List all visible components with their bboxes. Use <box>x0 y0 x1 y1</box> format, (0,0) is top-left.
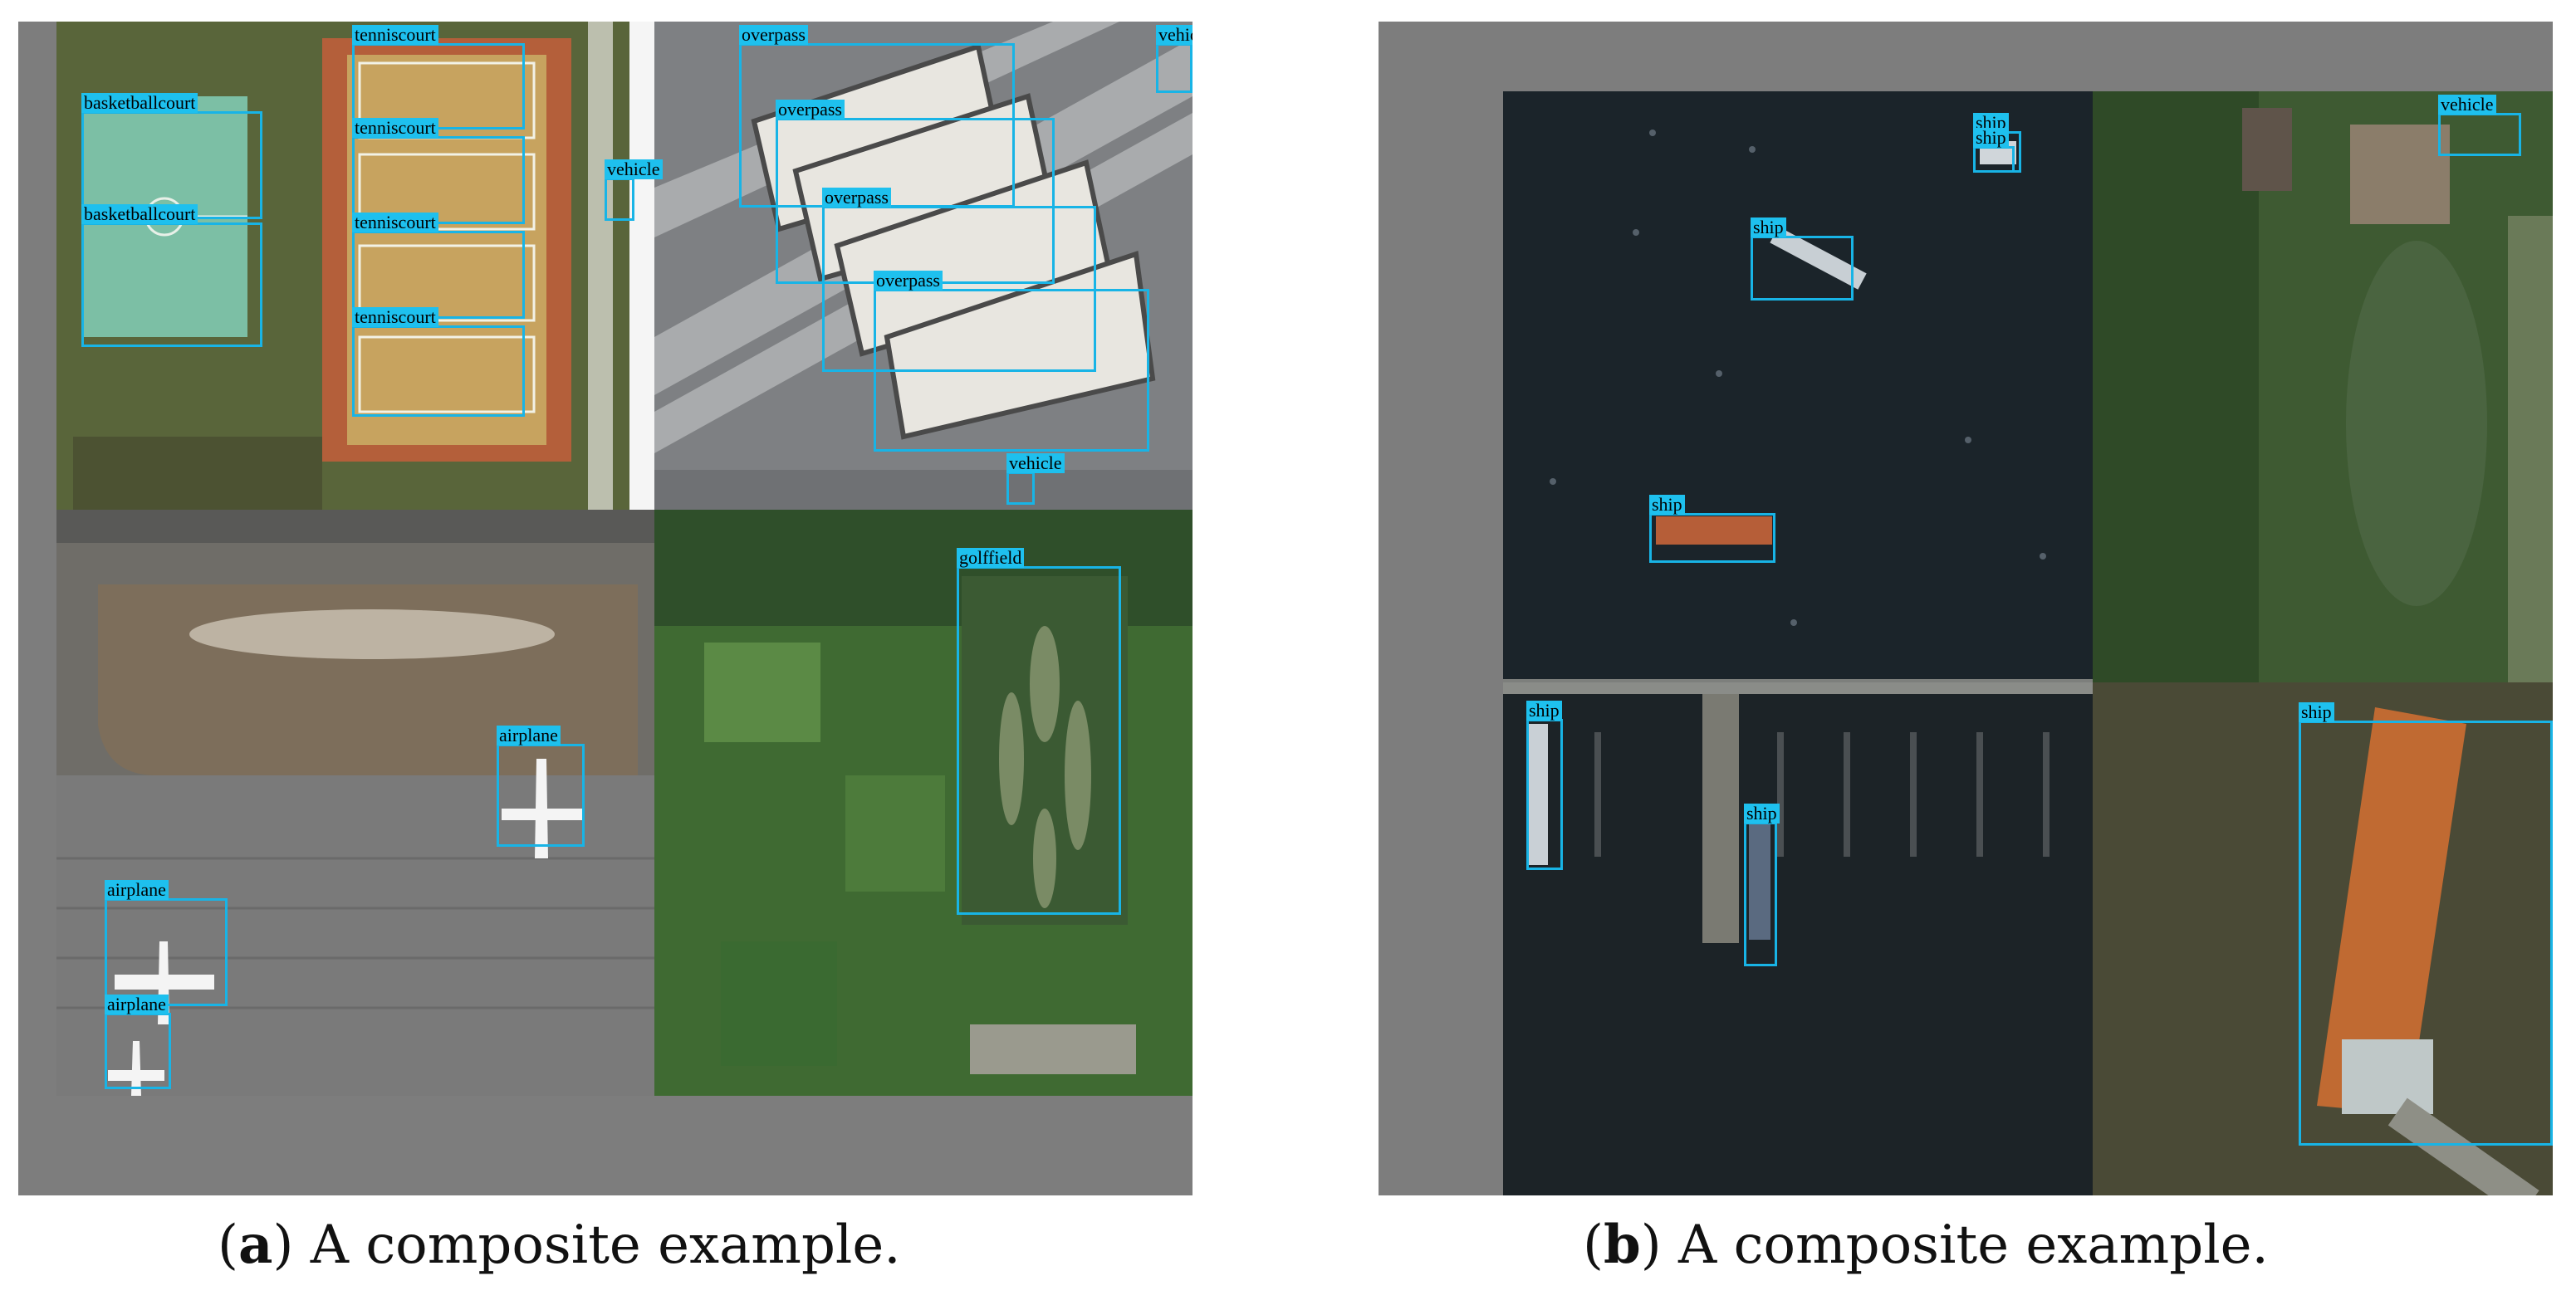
caption-text: A composite example. <box>1678 1215 2269 1276</box>
caption-a: (a) A composite example. <box>218 1214 901 1276</box>
water-scene-1 <box>1503 91 2093 682</box>
bbox-label: overpass <box>874 271 943 291</box>
tile-land <box>2093 91 2553 682</box>
bbox-label: vehicle <box>1006 453 1065 473</box>
bbox-ship-4: ship <box>1649 495 1775 563</box>
bbox-label: basketballcourt <box>81 93 198 113</box>
bbox-label: vehicle <box>2438 95 2496 115</box>
bbox-label: ship <box>1744 804 1780 824</box>
water-scene-3 <box>2093 682 2553 1195</box>
bbox-basketballcourt-1: basketballcourt <box>81 93 262 219</box>
bbox-basketballcourt-2: basketballcourt <box>81 204 262 347</box>
bbox-golffield: golffield <box>957 548 1121 915</box>
bbox-label: tenniscourt <box>352 213 438 232</box>
bbox-label: airplane <box>105 880 169 900</box>
bbox-ship-5: ship <box>1526 701 1563 870</box>
bbox-label: ship <box>1973 128 2009 148</box>
bbox-label: vehicle <box>605 159 663 179</box>
airport-scene <box>56 510 654 1096</box>
bbox-airplane-1: airplane <box>497 726 585 847</box>
caption-letter: a <box>238 1214 273 1276</box>
tile-courts <box>56 22 654 510</box>
land-scene <box>2093 91 2553 682</box>
panel-a: basketballcourt basketballcourt tennisco… <box>18 22 1193 1195</box>
water-scene-2 <box>1503 682 2093 1195</box>
bbox-tenniscourt-2: tenniscourt <box>352 118 525 224</box>
bbox-ship-3: ship <box>1751 218 1854 301</box>
tile-water-1 <box>1503 91 2093 682</box>
bbox-vehicle-2: vehicle <box>1156 25 1193 93</box>
tile-airport <box>56 510 654 1096</box>
bbox-overpass-4: overpass <box>874 271 1149 452</box>
panel-b: ship ship ship ship ship ship ship vehic… <box>1379 22 2553 1195</box>
bbox-airplane-3: airplane <box>105 995 171 1089</box>
bbox-vehicle-3: vehicle <box>1006 453 1065 505</box>
caption-b: (b) A composite example. <box>1583 1214 2269 1276</box>
golf-scene <box>654 510 1193 1096</box>
bbox-label: airplane <box>105 995 169 1014</box>
overpass-scene <box>654 22 1193 510</box>
bbox-label: golffield <box>957 548 1025 568</box>
bbox-airplane-2: airplane <box>105 880 228 1006</box>
bbox-ship-6: ship <box>1744 804 1780 966</box>
bbox-tenniscourt-3: tenniscourt <box>352 213 525 319</box>
bbox-label: airplane <box>497 726 561 745</box>
caption-letter: b <box>1603 1214 1641 1276</box>
bbox-label: tenniscourt <box>352 307 438 327</box>
bbox-label: ship <box>1649 495 1685 515</box>
bbox-label: ship <box>2299 702 2334 722</box>
caption-text: A composite example. <box>310 1215 901 1276</box>
bbox-vehicle-1: vehicle <box>605 159 663 221</box>
bbox-tenniscourt-4: tenniscourt <box>352 307 525 417</box>
bbox-tenniscourt-1: tenniscourt <box>352 25 525 130</box>
bbox-label: vehicle <box>1156 25 1193 45</box>
courts-scene <box>56 22 654 510</box>
bbox-ship-2: ship <box>1973 128 2015 173</box>
bbox-label: ship <box>1526 701 1562 721</box>
tile-golf <box>654 510 1193 1096</box>
bbox-ship-7: ship <box>2299 702 2553 1146</box>
bbox-label: overpass <box>739 25 808 45</box>
tile-overpass <box>654 22 1193 510</box>
bbox-label: overpass <box>776 100 845 120</box>
tile-water-2 <box>1503 682 2093 1195</box>
bbox-label: tenniscourt <box>352 118 438 138</box>
bbox-label: basketballcourt <box>81 204 198 224</box>
bbox-label: ship <box>1751 218 1786 237</box>
bbox-overpass-3: overpass <box>822 188 1096 372</box>
bbox-label: overpass <box>822 188 891 208</box>
bbox-label: tenniscourt <box>352 25 438 45</box>
tile-water-3 <box>2093 682 2553 1195</box>
bbox-vehicle: vehicle <box>2438 95 2521 156</box>
